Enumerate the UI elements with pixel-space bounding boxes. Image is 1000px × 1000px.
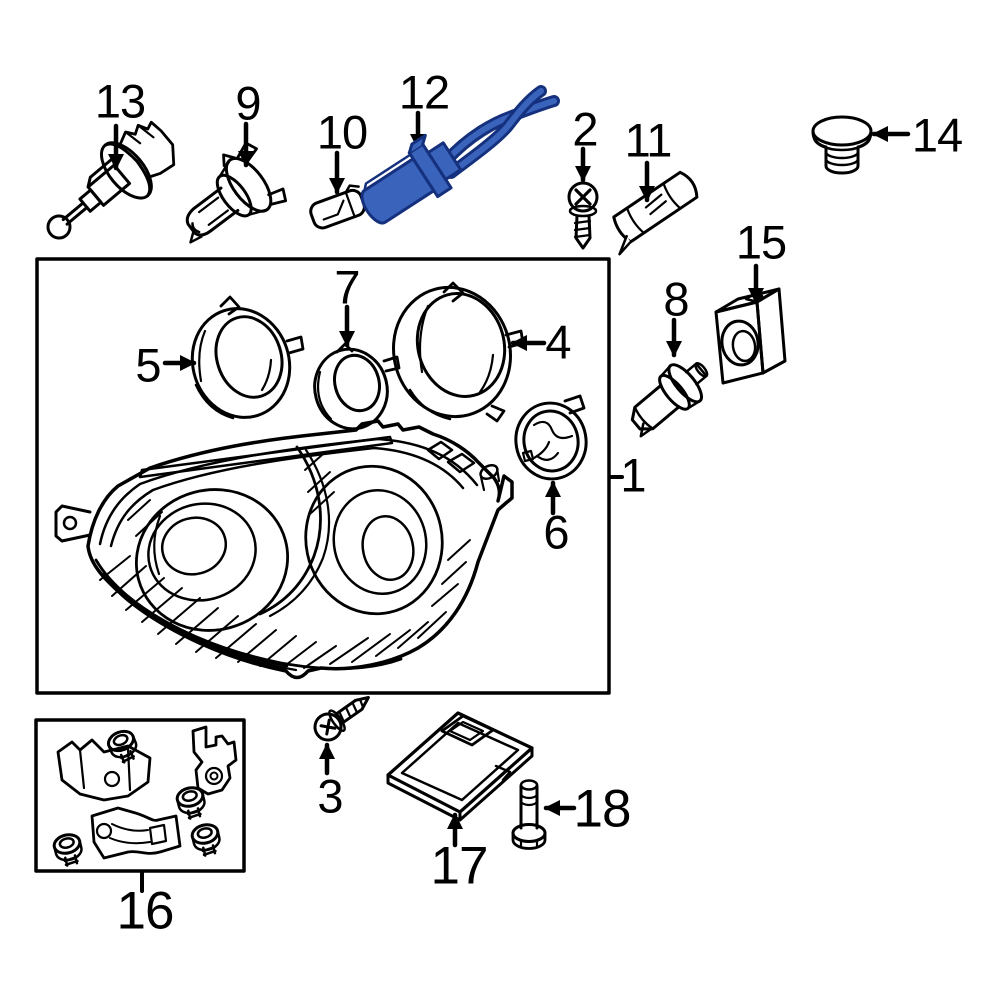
callout-3-label[interactable]: 3 <box>317 769 343 823</box>
bracket-group-box <box>34 718 246 873</box>
part-5-drawing[interactable] <box>178 295 305 430</box>
part-18-drawing[interactable] <box>511 779 547 850</box>
part-3-drawing[interactable] <box>310 688 377 745</box>
callout-1-label[interactable]: 1 <box>620 448 646 502</box>
part-6-drawing[interactable] <box>510 394 592 485</box>
callout-12-label[interactable]: 12 <box>398 65 450 119</box>
part-11-drawing[interactable] <box>601 170 703 256</box>
callout-10-label[interactable]: 10 <box>316 105 368 159</box>
callout-9-label[interactable]: 9 <box>235 76 261 130</box>
part-15-drawing[interactable] <box>714 287 787 385</box>
callout-7-label[interactable]: 7 <box>334 260 360 314</box>
part-16-drawing[interactable] <box>50 725 238 870</box>
assembly-group-box <box>35 257 611 695</box>
part-13-drawing[interactable] <box>29 112 187 260</box>
part-14-drawing[interactable] <box>811 115 873 175</box>
callout-17-label[interactable]: 17 <box>430 836 489 896</box>
part-17-drawing[interactable] <box>386 711 534 822</box>
part-2-drawing[interactable] <box>567 181 599 250</box>
callout-15-label[interactable]: 15 <box>735 215 787 269</box>
callout-6-label[interactable]: 6 <box>543 505 569 559</box>
part-9-drawing[interactable] <box>160 137 292 262</box>
callout-18-label[interactable]: 18 <box>573 779 632 839</box>
part-10-drawing[interactable] <box>306 183 367 231</box>
callout-4-label[interactable]: 4 <box>545 315 571 369</box>
callout-2-label[interactable]: 2 <box>572 102 598 156</box>
part-7-drawing[interactable] <box>306 341 401 437</box>
part-12-drawing[interactable] <box>350 85 560 233</box>
callout-8-label[interactable]: 8 <box>663 272 689 326</box>
callout-5-label[interactable]: 5 <box>135 338 161 392</box>
part-1-headlight-drawing[interactable] <box>54 419 514 680</box>
callout-11-label[interactable]: 11 <box>624 113 673 167</box>
callout-14-label[interactable]: 14 <box>911 108 963 162</box>
callout-16-label[interactable]: 16 <box>116 881 175 941</box>
callout-13-label[interactable]: 13 <box>94 74 146 128</box>
part-4-drawing[interactable] <box>379 274 525 430</box>
part-8-drawing[interactable] <box>618 350 718 445</box>
